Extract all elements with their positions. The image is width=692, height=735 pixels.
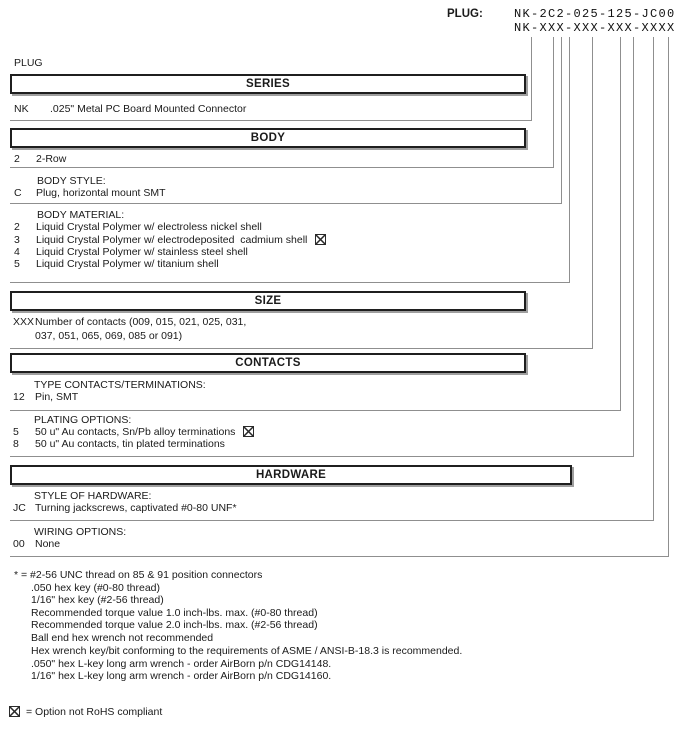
contact-type-label: TYPE CONTACTS/TERMINATIONS: [34,379,206,391]
connector-line-body-material [10,37,570,283]
footnote-line: .050" hex L-key long arm wrench - order … [31,658,332,670]
plug-section-label: PLUG [14,57,43,69]
footnote-line: Recommended torque value 2.0 inch-lbs. m… [31,619,318,631]
hardware-title: HARDWARE [255,469,327,481]
option-desc: Liquid Crystal Polymer w/ electrodeposit… [36,234,308,246]
option-desc: .025" Metal PC Board Mounted Connector [50,103,247,115]
option-desc: Turning jackscrews, captivated #0-80 UNF… [35,502,237,514]
option-desc: Liquid Crystal Polymer w/ titanium shell [36,258,219,270]
connector-line-body-rows [10,37,554,168]
option-code: 00 [13,538,25,550]
size-option-row: XXX Number of contacts (009, 015, 021, 0… [13,316,246,328]
connector-line-size [10,37,593,349]
option-code: 8 [13,438,19,450]
body-material-option-row: 3 Liquid Crystal Polymer w/ electrodepos… [14,234,327,246]
body-material-option-row: 4 Liquid Crystal Polymer w/ stainless st… [14,246,248,258]
option-code: JC [13,502,26,514]
plug-heading: PLUG: [447,8,483,20]
not-rohs-icon [315,234,327,245]
part-number-mask: NK-XXX-XXX-XXX-XXXX [514,21,676,35]
hardware-style-option-row: JC Turning jackscrews, captivated #0-80 … [13,502,237,514]
series-title: SERIES [246,78,290,90]
option-desc: 2-Row [36,153,67,165]
plating-option-row: 5 50 u" Au contacts, Sn/Pb alloy termina… [13,426,255,438]
footnote-line: Ball end hex wrench not recommended [31,632,214,644]
option-code: C [14,187,22,199]
wiring-option-row: 00 None [13,538,60,550]
option-desc: Liquid Crystal Polymer w/ electroless ni… [36,221,262,233]
option-desc: Pin, SMT [35,391,79,403]
contacts-section-header: CONTACTS [10,353,526,373]
contact-type-option-row: 12 Pin, SMT [13,391,78,403]
footnote-line: * = #2-56 UNC thread on 85 & 91 position… [14,569,263,581]
option-desc: 50 u" Au contacts, Sn/Pb alloy terminati… [35,426,236,438]
body-style-label: BODY STYLE: [37,175,106,187]
footnote-line: Hex wrench key/bit conforming to the req… [31,645,463,657]
hardware-style-label: STYLE OF HARDWARE: [34,490,152,502]
option-code: 2 [14,221,20,233]
option-desc: Number of contacts (009, 015, 021, 025, … [35,316,247,328]
connector-line-contact-type [10,37,621,411]
footnote-line: 1/16" hex L-key long arm wrench - order … [31,670,332,682]
plating-options-label: PLATING OPTIONS: [34,414,132,426]
connector-line-body-style [10,37,562,204]
option-desc: Plug, horizontal mount SMT [36,187,166,199]
footnote-line: .050 hex key (#0-80 thread) [31,582,160,594]
option-code: XXX [13,316,35,328]
body-style-option-row: C Plug, horizontal mount SMT [14,187,166,199]
body-title: BODY [250,132,286,144]
size-option-desc-line2: 037, 051, 065, 069, 085 or 091) [35,330,183,342]
option-desc: 50 u" Au contacts, tin plated terminatio… [35,438,225,450]
footnote-line: Recommended torque value 1.0 inch-lbs. m… [31,607,318,619]
option-code: 3 [14,234,20,246]
body-material-option-row: 5 Liquid Crystal Polymer w/ titanium she… [14,258,219,270]
option-desc: Liquid Crystal Polymer w/ stainless stee… [36,246,248,258]
footnote-line: 1/16" hex key (#2-56 thread) [31,594,164,606]
body-rows-option-row: 2 2-Row [14,153,66,165]
rohs-legend-row: = Option not RoHS compliant [9,706,162,718]
contacts-title: CONTACTS [235,357,301,369]
option-code: NK [14,103,29,115]
not-rohs-icon [243,426,255,437]
option-code: 2 [14,153,20,165]
series-option-row: NK .025" Metal PC Board Mounted Connecto… [14,103,246,115]
rohs-legend-text: = Option not RoHS compliant [26,706,163,718]
wiring-options-label: WIRING OPTIONS: [34,526,127,538]
option-desc: None [35,538,61,550]
option-code: 5 [13,426,19,438]
hardware-section-header: HARDWARE [10,465,572,485]
plating-option-row: 8 50 u" Au contacts, tin plated terminat… [13,438,225,450]
part-number-example: NK-2C2-025-125-JC00 [514,7,676,21]
body-material-label: BODY MATERIAL: [37,209,125,221]
not-rohs-icon [9,706,20,717]
series-section-header: SERIES [10,74,526,94]
option-code: 4 [14,246,20,258]
connector-line-series [10,37,532,121]
body-material-option-row: 2 Liquid Crystal Polymer w/ electroless … [14,221,262,233]
connector-line-plating [10,37,634,457]
connector-line-hw-style [10,37,654,521]
connector-line-wiring [10,37,669,557]
option-code: 5 [14,258,20,270]
option-code: 12 [13,391,25,403]
body-section-header: BODY [10,128,526,148]
size-section-header: SIZE [10,291,526,311]
size-title: SIZE [254,295,282,307]
